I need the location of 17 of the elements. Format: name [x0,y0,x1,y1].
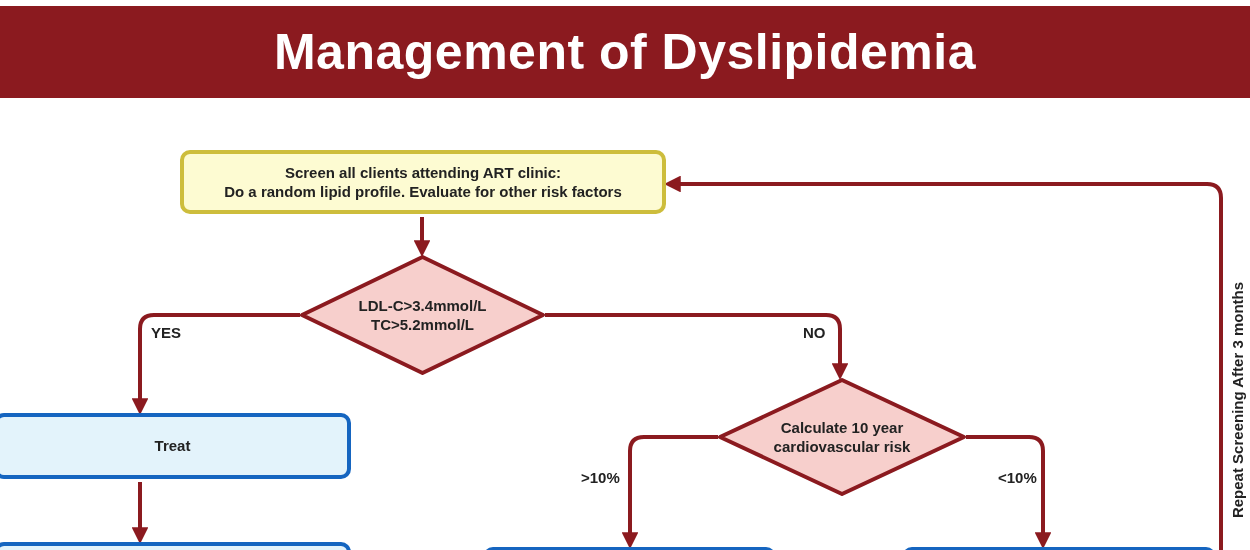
node-text: Screen all clients attending ART clinic: [284,162,562,182]
arrow [621,435,718,550]
arrow [966,435,1052,550]
node-text: Do a random lipid profile. Evaluate for other risk factors [224,182,622,202]
arrow [545,313,849,381]
arrow [131,313,300,416]
node-text: Treat [154,436,191,456]
node-text: LDL-C>3.4mmol/L [358,295,487,315]
title: Management of Dyslipidemia [273,23,976,81]
arrow [131,482,149,545]
decision-diamond [300,255,545,375]
arrow [413,217,431,258]
process-box [180,150,666,214]
process-box [0,413,351,479]
decision-diamond [718,378,966,496]
node-text: Calculate 10 year cardiovascular risk [772,417,912,457]
node-text: TC>5.2mmol/L [371,315,474,335]
